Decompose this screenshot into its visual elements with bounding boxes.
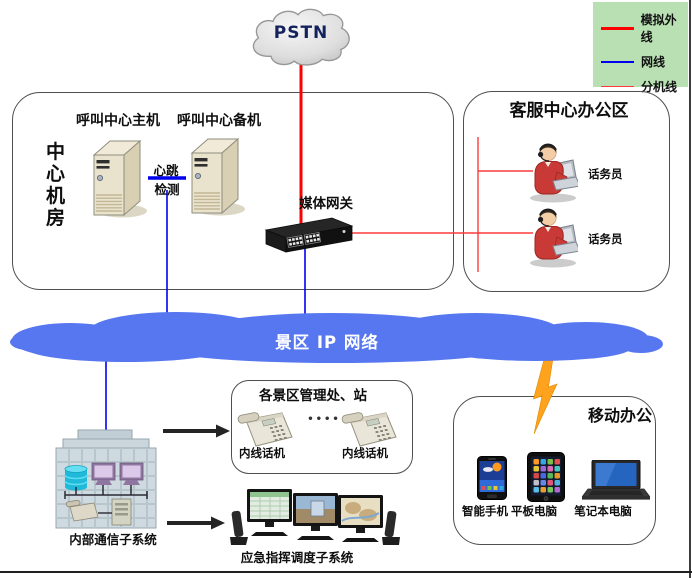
heartbeat-label-bottom: 检测 (154, 182, 180, 197)
legend-item-network: 网线 (593, 53, 688, 70)
side-phone-left (230, 510, 248, 545)
database-icon (64, 465, 88, 491)
main-server-icon (92, 139, 147, 218)
backup-server-icon (190, 137, 245, 216)
lan-bus (64, 485, 148, 499)
legend-label-extension: 分机线 (641, 80, 678, 94)
ip-network-label: 景区 IP 网络 (275, 333, 379, 352)
operator2-label: 话务员 (588, 232, 623, 246)
internal-phone2-label: 内线话机 (342, 446, 388, 460)
side-phone-right (382, 510, 400, 545)
tablet-label: 平板电脑 (511, 504, 557, 518)
legend-label-analog: 模拟外线 (640, 13, 677, 44)
smartphone-label: 智能手机 (462, 504, 508, 518)
analog-line-swatch (601, 26, 634, 30)
dispatch-monitor-1 (247, 489, 292, 536)
backup-server-label: 呼叫中心备机 (177, 113, 261, 129)
center-room-title: 中心机房 (46, 141, 66, 229)
media-gateway-icon (264, 217, 354, 253)
arrow-to-dispatch (167, 516, 225, 530)
legend: 模拟外线 网线 分机线 (593, 2, 688, 94)
ellipsis-dots: •••• (307, 414, 341, 425)
mobile-office-title: 移动办公 (587, 406, 653, 425)
management-station-title: 各景区管理处、站 (259, 388, 367, 404)
laptop-label: 笔记本电脑 (574, 504, 632, 518)
building-icon (55, 429, 157, 529)
legend-label-network: 网线 (641, 55, 666, 69)
smartphone-icon (477, 456, 507, 500)
operator1-icon (530, 143, 578, 203)
dispatch-monitor-3 (338, 495, 383, 542)
service-office-title: 客服中心办公区 (509, 101, 629, 121)
dispatch-monitors-icon (230, 489, 400, 545)
operator1-label: 话务员 (588, 167, 623, 181)
network-line-swatch (601, 60, 634, 63)
pstn-label: PSTN (273, 23, 329, 43)
internal-phone2-icon (341, 412, 397, 447)
management-station-box (231, 380, 413, 474)
arrow-to-management (163, 424, 230, 438)
internal-comm-label: 内部通信子系统 (69, 532, 157, 547)
right-border (689, 0, 691, 578)
emergency-dispatch-label: 应急指挥调度子系统 (240, 550, 354, 565)
bottom-border (0, 571, 692, 574)
tablet-icon (527, 452, 565, 502)
workstation-icons (91, 462, 144, 485)
ip-network-cloud (10, 312, 663, 363)
heartbeat-label-top: 心跳 (153, 163, 179, 178)
legend-item-extension: 分机线 (593, 78, 688, 95)
dispatch-monitor-2 (293, 493, 338, 540)
pstn-cloud (252, 8, 350, 66)
phone-and-server-icons (65, 498, 132, 526)
center-room-box (12, 92, 454, 290)
internal-phone1-label: 内线话机 (239, 446, 285, 460)
media-gateway-label: 媒体网关 (299, 196, 353, 212)
extension-line-swatch (601, 85, 634, 88)
laptop-icon (582, 460, 650, 500)
internal-phone1-icon (237, 412, 293, 447)
service-office-box (463, 91, 670, 292)
main-server-label: 呼叫中心主机 (76, 113, 160, 129)
operator2-icon (530, 208, 578, 268)
legend-item-analog: 模拟外线 (593, 11, 688, 45)
